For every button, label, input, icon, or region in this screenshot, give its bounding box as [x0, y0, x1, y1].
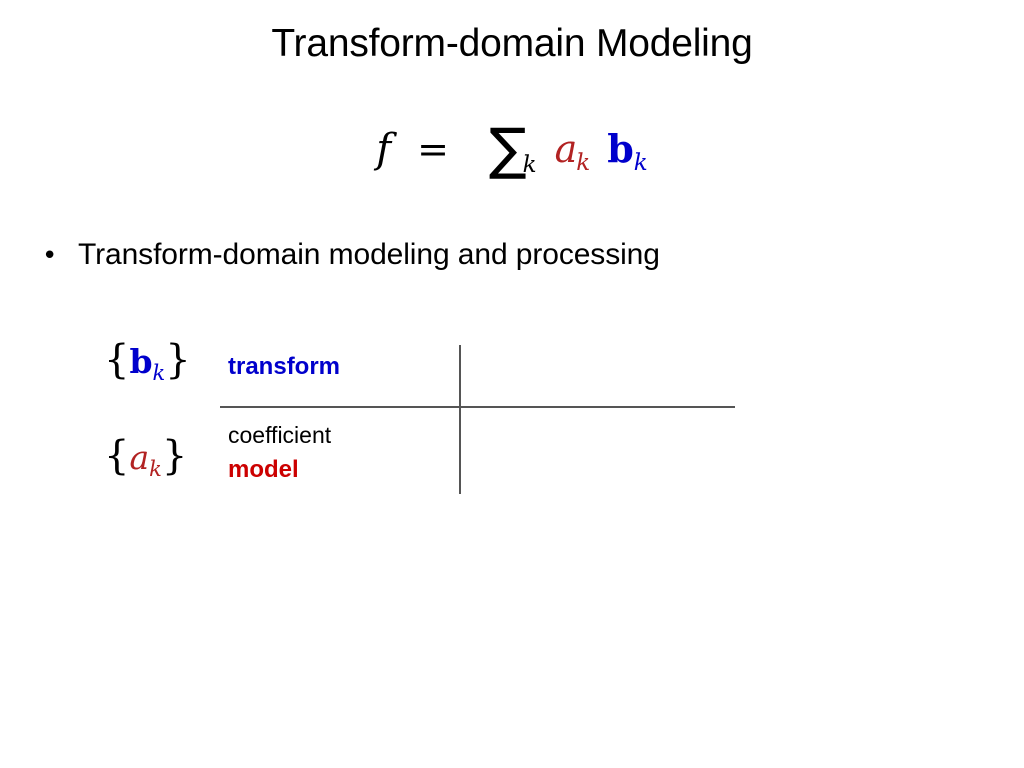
cell-label-model: model — [228, 456, 299, 483]
horizontal-divider-line — [220, 406, 735, 408]
left-brace-glyph: { — [104, 433, 130, 479]
equation-coefficient-subscript-k: k — [576, 150, 591, 176]
equation-equals-sign: = — [417, 127, 449, 171]
summation-index-k: k — [522, 152, 537, 178]
left-brace-glyph: { — [104, 337, 130, 383]
bullet-item-label: Transform-domain modeling and processing — [78, 238, 660, 271]
vertical-divider-line — [459, 345, 461, 494]
page-title: Transform-domain Modeling — [271, 22, 753, 65]
bullet-marker-icon: • — [42, 241, 58, 271]
set-subscript-k-basis: k — [152, 361, 166, 385]
right-brace-glyph: } — [165, 337, 191, 383]
summation-sigma-icon: ∑ — [488, 117, 527, 182]
cell-label-transform: transform — [228, 353, 341, 380]
equation-coefficient-a: a — [554, 127, 578, 171]
set-label-coefficients: {ak} — [104, 433, 188, 480]
equation-lhs-f: f — [376, 126, 392, 172]
bullet-list-item: • Transform-domain modeling and processi… — [42, 238, 660, 272]
equation-basis-b: b — [607, 126, 634, 171]
equation-basis-subscript-k: k — [633, 150, 648, 176]
right-brace-glyph: } — [161, 433, 188, 479]
set-symbol-b: b — [129, 342, 153, 381]
set-label-basis: {bk} — [104, 337, 191, 384]
set-symbol-a: a — [129, 438, 150, 477]
set-subscript-k-coefficient: k — [149, 457, 162, 481]
cell-label-coefficient: coefficient — [228, 422, 332, 448]
